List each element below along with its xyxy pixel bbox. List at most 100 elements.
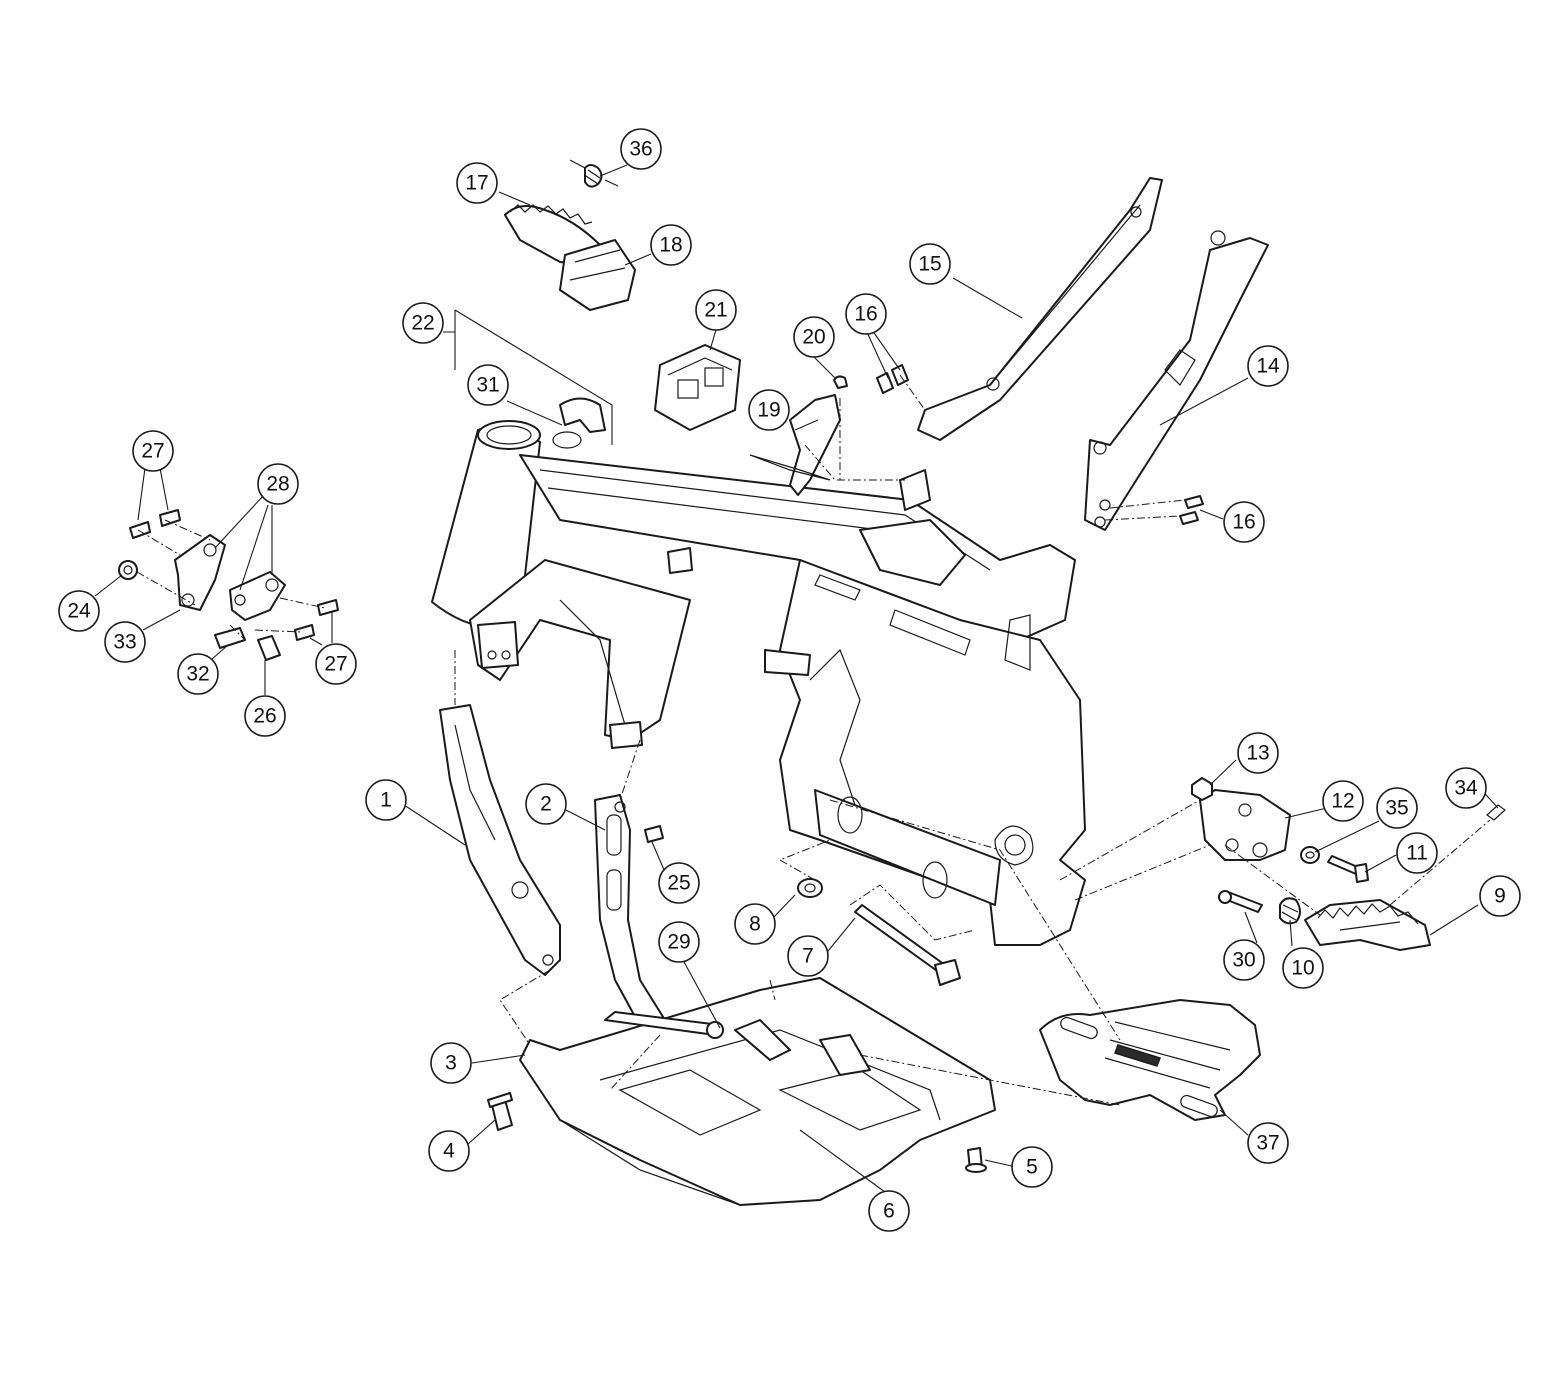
svg-text:26: 26 bbox=[253, 705, 276, 728]
callout-26: 26 bbox=[244, 695, 286, 737]
svg-text:35: 35 bbox=[1385, 797, 1408, 820]
callout-2: 2 bbox=[525, 783, 567, 825]
callout-22: 22 bbox=[402, 302, 444, 344]
callout-16-top: 16 bbox=[845, 293, 887, 335]
svg-text:9: 9 bbox=[1494, 885, 1506, 908]
callout-31: 31 bbox=[467, 364, 509, 406]
svg-text:10: 10 bbox=[1291, 957, 1314, 980]
svg-text:1: 1 bbox=[380, 789, 392, 812]
callout-16-right: 16 bbox=[1223, 501, 1265, 543]
callout-8: 8 bbox=[734, 903, 776, 945]
svg-text:16: 16 bbox=[854, 303, 877, 326]
callout-10: 10 bbox=[1282, 947, 1324, 989]
svg-text:21: 21 bbox=[704, 299, 727, 322]
callout-24: 24 bbox=[58, 590, 100, 632]
callout-33: 33 bbox=[104, 621, 146, 663]
callout-20: 20 bbox=[793, 316, 835, 358]
callout-27-top: 27 bbox=[132, 430, 174, 472]
callout-37: 37 bbox=[1247, 1122, 1289, 1164]
svg-text:27: 27 bbox=[324, 653, 347, 676]
assembly-lines bbox=[136, 374, 1491, 1106]
svg-text:20: 20 bbox=[802, 326, 825, 349]
callout-4: 4 bbox=[428, 1130, 470, 1172]
callout-25: 25 bbox=[658, 862, 700, 904]
leader-lines bbox=[94, 164, 1499, 1193]
mount-bracket bbox=[749, 394, 841, 496]
guard-bolt bbox=[644, 825, 664, 843]
footpeg-spring-top bbox=[569, 159, 619, 188]
callout-13: 13 bbox=[1237, 732, 1279, 774]
subframe-rail-upper bbox=[917, 177, 1163, 441]
svg-text:8: 8 bbox=[749, 913, 761, 936]
electrical-box bbox=[654, 344, 741, 431]
callout-5: 5 bbox=[1011, 1146, 1053, 1188]
callout-12: 12 bbox=[1322, 780, 1364, 822]
footpeg-bolt bbox=[1327, 855, 1369, 883]
frame-guard-left bbox=[439, 704, 561, 976]
svg-text:2: 2 bbox=[540, 793, 552, 816]
svg-text:15: 15 bbox=[918, 253, 941, 276]
head-cup bbox=[552, 397, 606, 449]
callout-19: 19 bbox=[748, 389, 790, 431]
subframe-rail-lower bbox=[1084, 230, 1269, 531]
svg-text:28: 28 bbox=[266, 473, 289, 496]
bolt-small bbox=[833, 375, 848, 389]
skid-bolt-bottom bbox=[965, 1147, 987, 1173]
callout-27-bottom: 27 bbox=[315, 643, 357, 685]
washer bbox=[797, 878, 823, 898]
callout-28: 28 bbox=[257, 463, 299, 505]
footpeg-right bbox=[1304, 899, 1431, 951]
svg-text:25: 25 bbox=[667, 872, 690, 895]
footpeg-left bbox=[504, 204, 636, 311]
footpeg-pin bbox=[1218, 890, 1263, 913]
svg-text:6: 6 bbox=[883, 1200, 895, 1223]
callout-11: 11 bbox=[1396, 832, 1438, 874]
svg-text:12: 12 bbox=[1331, 790, 1354, 813]
svg-text:31: 31 bbox=[476, 374, 499, 397]
callout-34: 34 bbox=[1445, 767, 1487, 809]
svg-text:19: 19 bbox=[757, 399, 780, 422]
callout-36: 36 bbox=[620, 128, 662, 170]
callout-32: 32 bbox=[177, 653, 219, 695]
callout-3: 3 bbox=[430, 1042, 472, 1084]
callout-1: 1 bbox=[365, 779, 407, 821]
callout-18: 18 bbox=[650, 224, 692, 266]
svg-text:36: 36 bbox=[629, 138, 652, 161]
callout-21: 21 bbox=[695, 289, 737, 331]
footpeg-washer bbox=[1300, 846, 1320, 864]
callout-35: 35 bbox=[1376, 787, 1418, 829]
callout-9: 9 bbox=[1479, 875, 1521, 917]
svg-text:11: 11 bbox=[1406, 842, 1428, 865]
cotter-pin bbox=[1486, 804, 1506, 821]
callout-14: 14 bbox=[1247, 345, 1289, 387]
callout-30: 30 bbox=[1223, 939, 1265, 981]
callout-6: 6 bbox=[868, 1190, 910, 1232]
svg-text:22: 22 bbox=[411, 312, 434, 335]
svg-text:29: 29 bbox=[667, 931, 690, 954]
svg-text:18: 18 bbox=[659, 234, 682, 257]
skid-bolt-left bbox=[487, 1092, 513, 1131]
callout-29: 29 bbox=[658, 921, 700, 963]
svg-text:16: 16 bbox=[1232, 511, 1255, 534]
svg-text:24: 24 bbox=[67, 600, 91, 623]
pivot-bolt bbox=[854, 904, 961, 986]
side-bracket-group bbox=[118, 509, 339, 661]
svg-text:7: 7 bbox=[802, 945, 814, 968]
svg-text:3: 3 bbox=[445, 1052, 457, 1075]
svg-text:32: 32 bbox=[186, 663, 209, 686]
footpeg-nut bbox=[1191, 777, 1213, 801]
svg-text:33: 33 bbox=[113, 631, 136, 654]
svg-text:14: 14 bbox=[1256, 355, 1280, 378]
svg-text:34: 34 bbox=[1454, 777, 1478, 800]
footpeg-mount bbox=[1199, 789, 1291, 861]
skid-plate bbox=[519, 977, 996, 1206]
svg-text:17: 17 bbox=[465, 172, 488, 195]
lower-guard-plate bbox=[1039, 999, 1261, 1121]
svg-text:4: 4 bbox=[443, 1140, 455, 1163]
main-frame bbox=[431, 420, 1086, 946]
svg-text:30: 30 bbox=[1232, 949, 1255, 972]
svg-text:27: 27 bbox=[141, 440, 164, 463]
svg-text:37: 37 bbox=[1256, 1132, 1279, 1155]
footpeg-spring bbox=[1279, 897, 1301, 925]
